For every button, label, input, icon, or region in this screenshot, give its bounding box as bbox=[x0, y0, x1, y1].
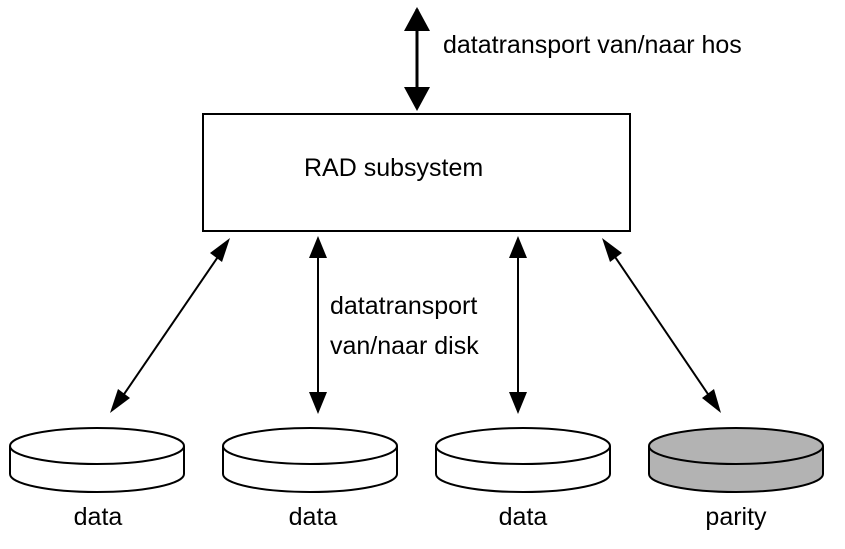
disk-2 bbox=[222, 427, 398, 493]
disk-transfer-label-line-2: van/naar disk bbox=[330, 332, 479, 360]
disk-2-top bbox=[222, 427, 398, 465]
host-transfer-label: datatransport van/naar hos bbox=[443, 31, 742, 59]
disk-1-arrow-head-top bbox=[210, 238, 230, 262]
disk-4-top bbox=[648, 427, 824, 465]
disk-4-arrow-line bbox=[608, 247, 715, 404]
disk-1-top bbox=[9, 427, 185, 465]
disk-3-label: data bbox=[498, 503, 548, 531]
disk-4 bbox=[648, 427, 824, 493]
disk-2-label: data bbox=[288, 503, 338, 531]
host-arrow-head-up bbox=[404, 7, 430, 31]
disk-3-arrow-head-bottom bbox=[509, 392, 527, 414]
raid-subsystem-box bbox=[202, 113, 631, 232]
disk-3-arrow-head-top bbox=[509, 236, 527, 258]
disk-3-top bbox=[435, 427, 611, 465]
disk-4-arrow-head-top bbox=[602, 238, 622, 262]
disk-2-arrow-head-top bbox=[309, 236, 327, 258]
disk-transfer-label-line-1: datatransport bbox=[330, 292, 478, 320]
disk-3 bbox=[435, 427, 611, 493]
disk-1-arrow-line bbox=[117, 247, 225, 404]
disk-1-label: data bbox=[73, 503, 123, 531]
disk-4-arrow-head-bottom bbox=[702, 389, 721, 413]
disk-transfer-label: datatransport van/naar disk bbox=[330, 286, 479, 366]
disk-2-arrow-head-bottom bbox=[309, 392, 327, 414]
host-arrow-head-down bbox=[404, 87, 430, 111]
disk-4-label: parity bbox=[705, 503, 767, 531]
disk-1-arrow-head-bottom bbox=[110, 389, 130, 413]
disk-1 bbox=[9, 427, 185, 493]
raid-subsystem-label: RAD subsystem bbox=[304, 154, 484, 182]
